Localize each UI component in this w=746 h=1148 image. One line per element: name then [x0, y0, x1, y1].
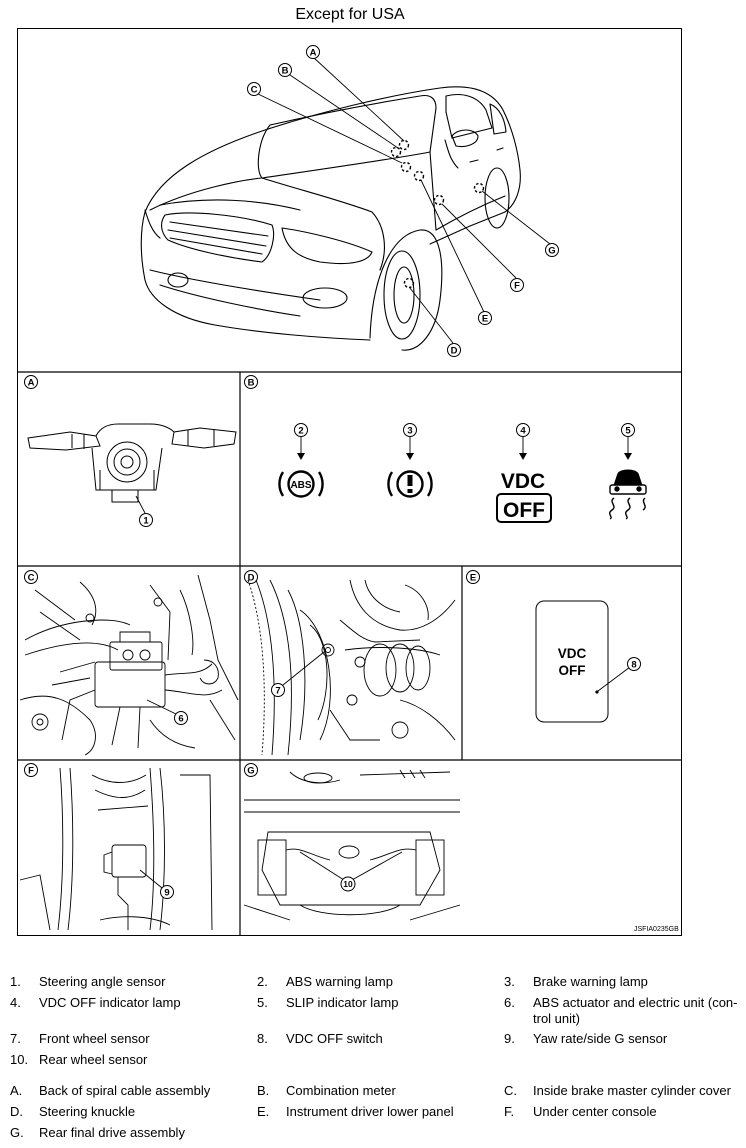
callout-c: C [247, 82, 261, 96]
rear-final-drive-drawing [243, 769, 461, 921]
panel-label-e: E [466, 570, 480, 584]
callout-9: 9 [160, 885, 174, 899]
vdc-off-indicator-lamp-icon: VDC OFF [496, 470, 552, 523]
panel-label-a: A [24, 375, 38, 389]
callout-3: 3 [403, 423, 417, 437]
panel-label-d: D [244, 570, 258, 584]
panel-label-f: F [24, 763, 38, 777]
svg-text:B: B [248, 378, 255, 389]
svg-text:1: 1 [143, 516, 149, 527]
callout-a: A [306, 45, 320, 59]
abs-warning-lamp-icon: ABS [278, 470, 324, 498]
svg-text:7: 7 [275, 686, 280, 697]
svg-text:OFF: OFF [503, 499, 545, 522]
svg-text:4: 4 [520, 426, 526, 437]
svg-text:5: 5 [625, 426, 631, 437]
callout-g: G [545, 243, 559, 257]
overview-leaders [257, 56, 551, 344]
callout-1: 1 [139, 513, 153, 527]
svg-text:A: A [28, 378, 35, 389]
brake-warning-lamp-icon [387, 470, 433, 498]
callout-b: B [278, 63, 292, 77]
callout-d: D [447, 343, 461, 357]
svg-text:G: G [247, 766, 254, 777]
callout-10: 10 [340, 876, 356, 892]
callout-5: 5 [621, 423, 635, 437]
callout-7: 7 [271, 683, 285, 697]
svg-text:VDC: VDC [501, 470, 545, 493]
svg-text:F: F [28, 766, 34, 777]
meter-lamp-callouts [300, 437, 629, 455]
callout-4: 4 [516, 423, 530, 437]
diagram-title: Except for USA [295, 6, 405, 23]
callout-2: 2 [294, 423, 308, 437]
svg-text:VDC: VDC [558, 646, 587, 661]
location-markers [390, 139, 485, 289]
svg-text:E: E [470, 573, 476, 584]
callout-8: 8 [627, 657, 641, 671]
svg-text:3: 3 [407, 426, 412, 437]
svg-text:2: 2 [298, 426, 303, 437]
svg-text:B: B [282, 66, 289, 77]
rear-wheel-sensor-markers [299, 851, 403, 881]
callout-e: E [478, 311, 492, 325]
panel-label-b: B [244, 375, 258, 389]
slip-indicator-lamp-icon [609, 469, 647, 520]
callout-6: 6 [174, 711, 188, 725]
svg-text:A: A [310, 48, 317, 59]
panel-label-g: G [244, 763, 258, 777]
svg-text:9: 9 [164, 888, 169, 899]
diagram-frame [17, 28, 682, 936]
steering-angle-sensor-drawing [27, 423, 237, 503]
svg-text:6: 6 [178, 714, 183, 725]
svg-text:8: 8 [631, 660, 636, 671]
callout-f: F [510, 278, 524, 292]
vdc-off-switch: VDC OFF [535, 600, 609, 723]
reference-code: JSFIA0235GB [634, 926, 679, 933]
svg-text:D: D [451, 346, 458, 357]
svg-text:F: F [514, 281, 520, 292]
abs-actuator-drawing [19, 574, 239, 756]
front-wheel-sensor-drawing [247, 579, 456, 756]
yaw-rate-sensor-drawing [19, 767, 213, 931]
svg-text:D: D [248, 573, 255, 584]
svg-text:C: C [251, 85, 258, 96]
svg-text:10: 10 [343, 879, 353, 889]
panel-grid [17, 371, 682, 936]
svg-text:E: E [482, 314, 488, 325]
svg-text:ABS: ABS [290, 480, 311, 491]
svg-text:G: G [548, 246, 555, 257]
panel-label-c: C [24, 570, 38, 584]
svg-text:C: C [28, 573, 35, 584]
svg-text:OFF: OFF [559, 663, 586, 678]
car-overview-drawing [140, 86, 521, 351]
